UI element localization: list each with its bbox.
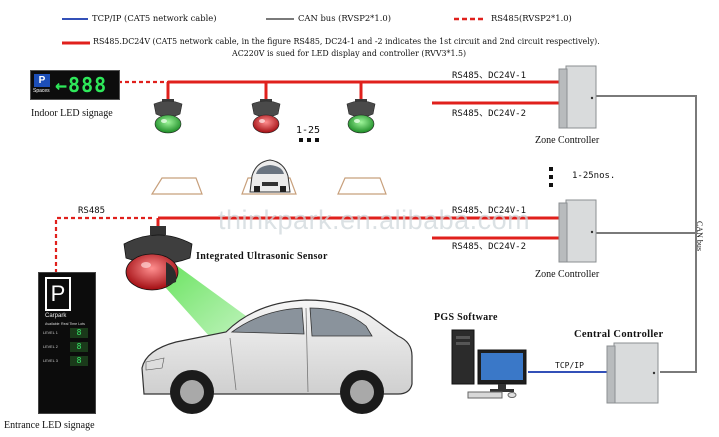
- entrance-level-1-value: 8: [70, 328, 88, 338]
- zone-controller-1-label: Zone Controller: [535, 135, 600, 146]
- integrated-sensor-label: Integrated Ultrasonic Sensor: [196, 251, 328, 262]
- entrance-sign-carpark: Carpark: [45, 313, 67, 319]
- indoor-sign-digits: 888: [68, 73, 108, 97]
- parking-bay-3: [337, 177, 387, 195]
- mid-range-label: 1-25nos.: [572, 171, 616, 181]
- tcp-ip-label: TCP/IP: [555, 361, 584, 370]
- top-line-1-label: RS485、DC24V-1: [452, 71, 527, 81]
- central-controller-icon: [606, 342, 659, 404]
- legend-rs485-dc24v-text-2: AC220V is sued for LED display and contr…: [232, 49, 467, 58]
- sensor-top-3-icon: [346, 99, 376, 134]
- sensor-top-1-icon: [153, 99, 183, 134]
- top-dots: [299, 138, 319, 142]
- car-side-icon: [141, 299, 413, 414]
- mid-line-1-label: RS485、DC24V-1: [452, 206, 527, 216]
- zone-controller-2-label: Zone Controller: [535, 269, 600, 280]
- sensor-top-2-icon: [251, 99, 281, 134]
- indoor-sign-arrow-icon: ←: [55, 73, 69, 97]
- indoor-sign-number: ←888: [55, 73, 107, 97]
- indoor-led-sign: P Spaces ←888: [30, 70, 120, 100]
- parked-car-front-icon: [249, 159, 291, 193]
- pgs-computer-icon: [451, 329, 527, 399]
- integrated-sensor-icon: [123, 226, 193, 291]
- entrance-rs485-label: RS485: [78, 206, 106, 216]
- legend-tcp-text: TCP/IP (CAT5 network cable): [92, 13, 217, 23]
- central-controller-label: Central Controller: [574, 329, 664, 340]
- legend-rs485-dc24v-text-1: RS485.DC24V (CAT5 network cable, in the …: [93, 37, 600, 46]
- parking-bay-1: [150, 177, 203, 195]
- entrance-led-label: Entrance LED signage: [4, 420, 95, 431]
- entrance-level-2-label: LEVEL 2: [43, 345, 58, 349]
- mid-dots: [549, 167, 553, 187]
- entrance-rs485-link: [54, 216, 152, 272]
- indoor-led-label: Indoor LED signage: [31, 108, 113, 119]
- indoor-sign-p: P: [34, 74, 50, 87]
- indoor-sign-spaces: Spaces: [33, 88, 50, 94]
- top-range-label: 1-25: [296, 125, 321, 136]
- legend-rs485-text: RS485(RVSP2*1.0): [491, 13, 572, 23]
- can-bus-vertical-label: CAN bus: [695, 221, 704, 252]
- entrance-level-3-value: 8: [70, 356, 88, 366]
- entrance-sign-p: P: [45, 277, 71, 311]
- watermark: thinkpark.en.alibaba.com: [218, 205, 531, 235]
- entrance-level-2-value: 8: [70, 342, 88, 352]
- entrance-level-1-label: LEVEL 1: [43, 331, 58, 335]
- legend-can-text: CAN bus (RVSP2*1.0): [298, 13, 391, 23]
- entrance-level-3-label: LEVEL 3: [43, 359, 58, 363]
- zone-controller-1-icon: [558, 65, 597, 129]
- entrance-sign-available: Available: [45, 322, 60, 326]
- zone-controller-2-icon: [558, 199, 597, 263]
- entrance-led-sign: P Carpark Available Real Time Lots LEVEL…: [38, 272, 96, 414]
- pgs-software-label: PGS Software: [434, 312, 498, 323]
- entrance-sign-subtitle: Real Time Lots: [61, 322, 85, 326]
- mid-line-2-label: RS485、DC24V-2: [452, 242, 527, 252]
- top-line-2-label: RS485、DC24V-2: [452, 109, 527, 119]
- indoor-sign-rs485-link: [118, 80, 170, 100]
